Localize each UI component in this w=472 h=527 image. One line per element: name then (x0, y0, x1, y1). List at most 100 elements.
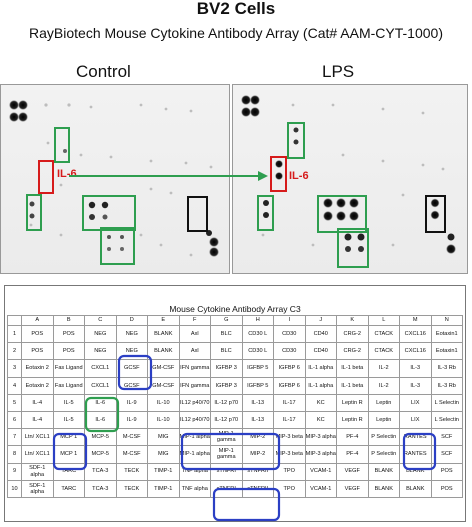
table-cell: IGFBP 5 (241, 376, 274, 395)
table-cell: NEG (84, 324, 117, 344)
table-cell: IL-4 (21, 393, 54, 412)
table-cell: IL-2 (367, 376, 400, 395)
table-cell: MCP 1 (52, 445, 85, 464)
table-cell: TPO (273, 479, 306, 498)
table-cell: POS (430, 462, 463, 481)
table-cell: BLANK (399, 479, 432, 498)
table-cell: BLC (210, 342, 243, 361)
column-header: C (84, 315, 117, 326)
table-cell: TPO (273, 462, 306, 481)
il6-label-control: IL-6 (57, 168, 77, 180)
row-number: 6 (7, 410, 22, 430)
control-panel-label: Control (76, 62, 131, 81)
control-blot-image (0, 84, 230, 274)
table-cell: CD40 (304, 324, 337, 344)
table-cell: M-CSF (115, 445, 148, 464)
table-cell: RANTES (399, 428, 432, 447)
table-cell: Eotaxin 2 (21, 376, 54, 395)
table-cell: TCA-3 (84, 462, 117, 481)
table-cell: BLANK (367, 479, 400, 498)
table-cell: BLANK (399, 462, 432, 481)
table-cell: IL-9 (115, 410, 148, 430)
table-cell: IGFBP 6 (273, 359, 306, 378)
table-cell: P Selectin (367, 445, 400, 464)
table-cell: RANTES (399, 445, 432, 464)
table-cell: SCF (430, 445, 463, 464)
table-cell: L Selectin (430, 410, 463, 430)
table-cell: MCP-5 (84, 428, 117, 447)
table-cell: IL-4 (21, 410, 54, 430)
table-cell: MIG (147, 428, 180, 447)
table-cell: Fas Ligand (52, 359, 85, 378)
column-header: N (430, 315, 463, 326)
table-cell: KC (304, 410, 337, 430)
table-cell: TNF alpha (178, 479, 211, 498)
lps-panel-label: LPS (322, 62, 355, 81)
table-cell: P Selectin (367, 428, 400, 447)
table-cell: POS (430, 479, 463, 498)
table-cell: Ltn/ XCL1 (21, 428, 54, 447)
column-header: L (367, 315, 400, 326)
row-number: 2 (7, 342, 22, 361)
table-cell: IL-10 (147, 410, 180, 430)
table-cell: PF-4 (336, 445, 369, 464)
table-cell: POS (52, 342, 85, 361)
table-cell: NEG (115, 342, 148, 361)
table-cell: IL12 p40/70 (178, 393, 211, 412)
table-cell: CD30 (273, 324, 306, 344)
array-map-title: Mouse Cytokine Antibody Array C3 (169, 304, 301, 314)
table-cell: PF-4 (336, 428, 369, 447)
table-cell: Axl (178, 324, 211, 344)
figure-title: BV2 Cells (196, 0, 276, 18)
table-cell: IL-3 Rb (430, 376, 463, 395)
table-cell: CXCL1 (84, 359, 117, 378)
table-cell: VCAM-1 (304, 462, 337, 481)
table-cell: Leptin (367, 410, 400, 430)
table-cell: CRG-2 (336, 342, 369, 361)
table-cell: TIMP-1 (147, 479, 180, 498)
table-cell: IL-3 (399, 359, 432, 378)
table-cell: BLANK (367, 462, 400, 481)
table-cell: CTACK (367, 342, 400, 361)
figure-subtitle: RayBiotech Mouse Cytokine Antibody Array… (29, 25, 443, 41)
table-cell: MIP-1 alpha (178, 428, 211, 447)
table-cell: IGFBP 5 (241, 359, 274, 378)
table-cell: POS (21, 342, 54, 361)
table-cell: CXCL1 (84, 376, 117, 395)
table-cell: IL12 p40/70 (178, 410, 211, 430)
table-cell: L Selectin (430, 393, 463, 412)
table-cell: Leptin (367, 393, 400, 412)
table-cell: sTNFRII (241, 462, 274, 481)
table-cell: VCAM-1 (304, 479, 337, 498)
lps-blot-spots (241, 95, 456, 254)
table-cell: SCF (430, 428, 463, 447)
table-cell: IL-17 (273, 410, 306, 430)
table-cell: IL-5 (52, 393, 85, 412)
table-cell: IL-1 beta (336, 359, 369, 378)
table-cell: GCSF (115, 376, 148, 395)
table-cell: GM-CSF (147, 376, 180, 395)
table-cell: MIP-1 alpha (178, 445, 211, 464)
table-cell: IL-1 alpha (304, 359, 337, 378)
table-cell: MIP-2 (241, 428, 274, 447)
table-cell: GM-CSF (147, 359, 180, 378)
table-cell: MCP 1 (52, 428, 85, 447)
column-header: D (115, 315, 148, 326)
table-cell: CXCL16 (399, 324, 432, 344)
table-cell: LIX (399, 393, 432, 412)
column-header (7, 315, 22, 326)
table-cell: IGFBP 3 (210, 376, 243, 395)
table-cell: MIP-2 (241, 445, 274, 464)
table-cell: sTNFRII (241, 479, 274, 498)
table-cell: NEG (84, 342, 117, 361)
row-number: 3 (7, 359, 22, 378)
